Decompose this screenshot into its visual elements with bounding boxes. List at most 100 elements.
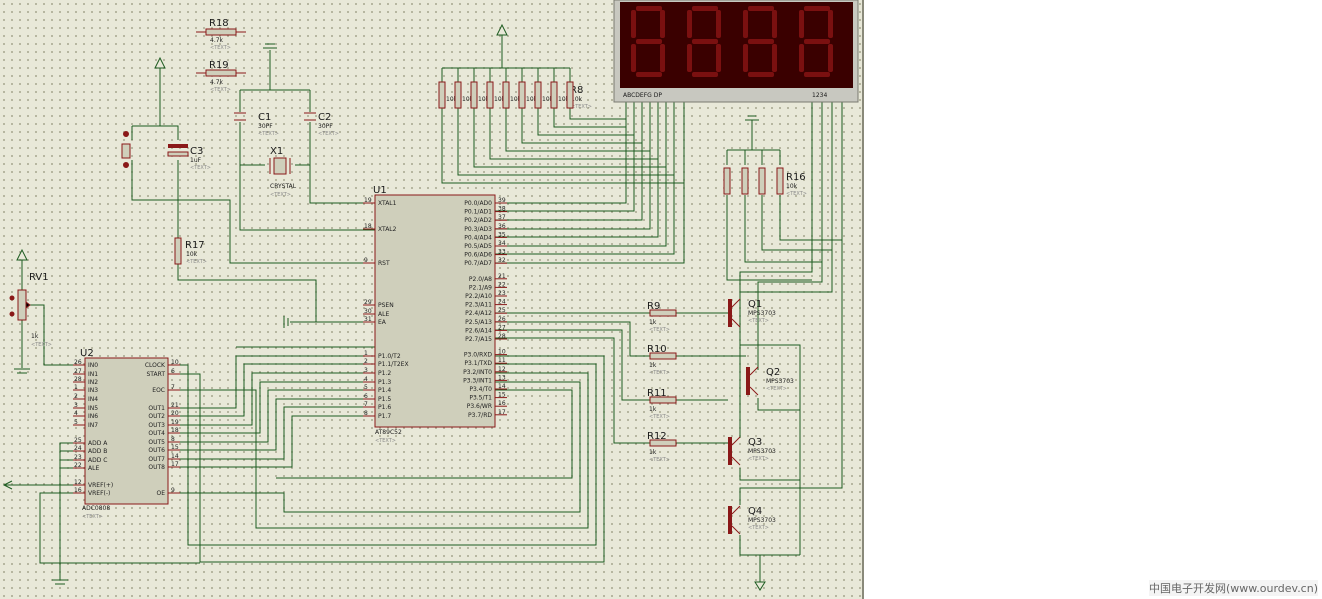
pullup-resistor-7[interactable]: 10k bbox=[534, 81, 554, 109]
pullup-resistor-6[interactable]: 10k bbox=[518, 81, 538, 109]
pullup-resistor-5[interactable]: 10k bbox=[502, 81, 522, 109]
base-pullup-3[interactable] bbox=[758, 167, 766, 195]
pullup-resistor-1[interactable]: 10k bbox=[438, 81, 458, 109]
resistor-r12[interactable]: R12 1k <TEXT> bbox=[647, 431, 677, 463]
seven-segment-display[interactable]: ABCDEFG DP 1234 bbox=[613, 0, 859, 103]
resistor-r18[interactable]: R18 4.7k <TEXT> bbox=[196, 18, 246, 51]
base-pullup-2[interactable] bbox=[741, 167, 749, 195]
u2-pin-9[interactable]: 9OE bbox=[156, 487, 180, 497]
reset-button[interactable] bbox=[121, 131, 131, 168]
pullup-resistor-9[interactable] bbox=[566, 81, 574, 109]
resistor-array-r16[interactable]: R16 10k <TEXT> bbox=[723, 167, 807, 197]
base-pullup-1[interactable] bbox=[723, 167, 731, 195]
pullup-resistor-8[interactable]: 10k bbox=[550, 81, 570, 109]
resistor-r11[interactable]: R11 1k <TEXT> bbox=[647, 388, 677, 420]
pullup-resistor-2[interactable]: 10k bbox=[454, 81, 474, 109]
potentiometer-rv1[interactable]: RV1 1k <TEXT> bbox=[9, 272, 52, 348]
resistor-r9[interactable]: R9 1k <TEXT> bbox=[647, 301, 677, 333]
resistor-r10[interactable]: R10 1k <TEXT> bbox=[647, 344, 677, 376]
base-pullup-4[interactable] bbox=[776, 167, 784, 195]
resistor-r19[interactable]: R19 4.7k <TEXT> bbox=[196, 60, 246, 93]
capacitor-c2[interactable]: C2 30PF <TEXT> bbox=[304, 112, 339, 137]
pullup-resistor-3[interactable]: 10k bbox=[470, 81, 490, 109]
resistor-r17[interactable]: R17 10k <TEXT> bbox=[174, 237, 207, 265]
crystal-x1[interactable]: X1 CRYSTAL <TEXT> bbox=[269, 146, 297, 198]
capacitor-c1[interactable]: C1 30PF <TEXT> bbox=[234, 112, 279, 137]
capacitor-c3[interactable]: C3 1uF <TEXT> bbox=[167, 144, 211, 171]
pullup-resistor-4[interactable]: 10k bbox=[486, 81, 506, 109]
